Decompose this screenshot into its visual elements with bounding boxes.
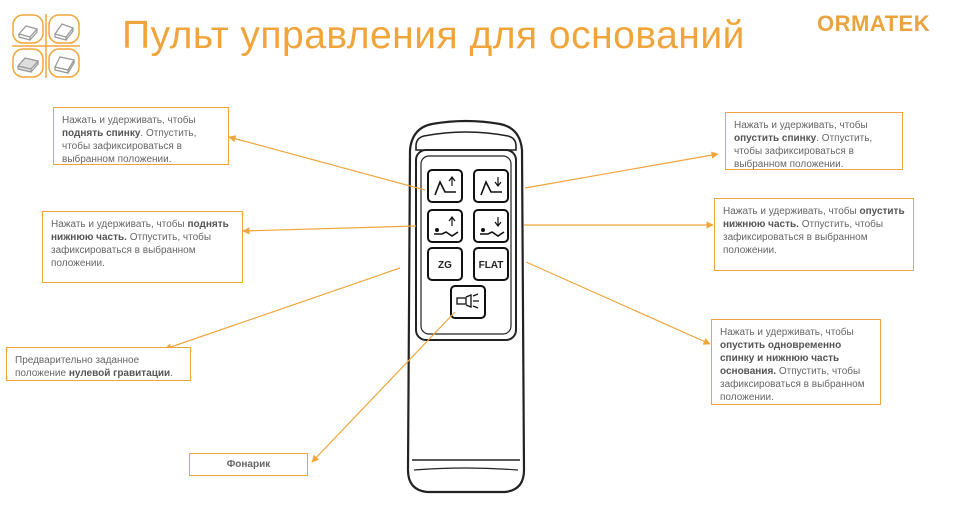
leader-zg	[164, 267, 401, 351]
callout-text: Отпустить, чтобы зафиксироваться в выбра…	[51, 232, 212, 269]
callout-text: Отпустить, чтобы зафиксироваться в выбра…	[723, 219, 884, 256]
raise-back-button[interactable]	[427, 169, 463, 203]
bed-back-down-icon	[480, 180, 502, 196]
flashlight-button[interactable]	[450, 285, 486, 319]
lower-legs-button[interactable]	[473, 209, 509, 243]
logo-grid	[12, 14, 80, 78]
leader-lower-back	[524, 151, 719, 189]
bed-legs-down-icon	[480, 231, 505, 237]
callout-bold: нулевой гравитации	[68, 368, 171, 379]
zg-button[interactable]: ZG	[427, 247, 463, 281]
lower-back-button[interactable]	[473, 169, 509, 203]
callout-text: Нажать и удерживать, чтобы	[62, 115, 196, 126]
flashlight-icon	[456, 293, 479, 309]
page-title: Пульт управления для оснований	[122, 14, 745, 57]
zg-label: ZG	[438, 260, 452, 271]
leader-flashlight	[311, 311, 456, 463]
callout-text: Нажать и удерживать, чтобы	[720, 327, 854, 338]
flat-button[interactable]: FLAT	[473, 247, 509, 281]
bed-back-up-icon	[434, 180, 456, 196]
callout-flat: Нажать и удерживать, чтобы опустить одно…	[711, 319, 881, 405]
callout-bold: поднять нижнюю часть.	[51, 219, 229, 243]
callout-bold: опустить спинку	[734, 133, 817, 144]
bed-base-icon	[16, 23, 76, 74]
leader-raise-legs	[242, 225, 417, 235]
callout-raise-back: Нажать и удерживать, чтобы поднять спинк…	[53, 107, 229, 165]
callout-text: Нажать и удерживать, чтобы	[51, 219, 188, 230]
callout-text: Нажать и удерживать, чтобы	[723, 206, 860, 217]
callout-text: . Отпустить, чтобы зафиксироваться в выб…	[62, 128, 197, 165]
leader-raise-back	[228, 135, 426, 191]
flat-label: FLAT	[479, 260, 504, 271]
callout-zero-gravity: Предварительно заданное положение нулево…	[6, 347, 191, 381]
callout-bold: опустить нижнюю часть.	[723, 206, 905, 230]
callout-text: Фонарик	[226, 459, 271, 470]
callout-raise-legs: Нажать и удерживать, чтобы поднять нижню…	[42, 211, 243, 283]
callout-text: Нажать и удерживать, чтобы	[734, 120, 868, 131]
callout-flashlight: Фонарик	[189, 453, 308, 476]
leader-flat	[525, 261, 711, 345]
callout-text: .	[170, 368, 173, 379]
bed-legs-up-icon	[434, 231, 459, 237]
raise-legs-button[interactable]	[427, 209, 463, 243]
callout-lower-legs: Нажать и удерживать, чтобы опустить нижн…	[714, 198, 914, 271]
callout-bold: поднять спинку	[62, 128, 141, 139]
callout-lower-back: Нажать и удерживать, чтобы опустить спин…	[725, 112, 903, 170]
callout-text: . Отпустить, чтобы зафиксироваться в выб…	[734, 133, 873, 170]
callout-bold: опустить одновременно спинку и нижнюю ча…	[720, 340, 842, 377]
brand-logo: ORMATEK	[817, 11, 931, 36]
callout-text: Отпустить, чтобы зафиксироваться в выбра…	[720, 366, 865, 403]
callout-text: Предварительно заданное положение	[15, 355, 140, 379]
